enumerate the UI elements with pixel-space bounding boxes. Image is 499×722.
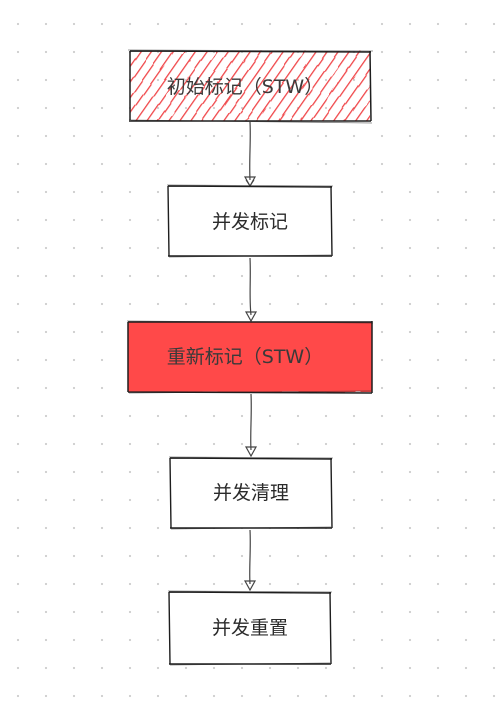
arrowhead-icon xyxy=(244,311,258,323)
node-concurrent-sweep[interactable]: 并发清理 xyxy=(168,456,334,530)
node-remark[interactable]: 重新标记（STW） xyxy=(126,320,374,394)
node-label: 并发清理 xyxy=(213,482,289,504)
connector-3 xyxy=(244,393,258,458)
node-initial-mark[interactable]: 初始标记（STW） xyxy=(127,49,374,124)
node-concurrent-mark[interactable]: 并发标记 xyxy=(166,184,334,258)
arrowhead-icon xyxy=(244,446,258,458)
node-label: 初始标记（STW） xyxy=(167,76,323,98)
connector-4 xyxy=(243,529,257,592)
node-concurrent-reset[interactable]: 并发重置 xyxy=(167,590,333,666)
node-label: 并发重置 xyxy=(212,617,288,639)
node-label: 并发标记 xyxy=(212,211,288,233)
node-label: 重新标记（STW） xyxy=(167,346,323,368)
connector-1 xyxy=(243,121,257,188)
connector-2 xyxy=(244,257,258,323)
arrowhead-icon xyxy=(243,580,257,592)
